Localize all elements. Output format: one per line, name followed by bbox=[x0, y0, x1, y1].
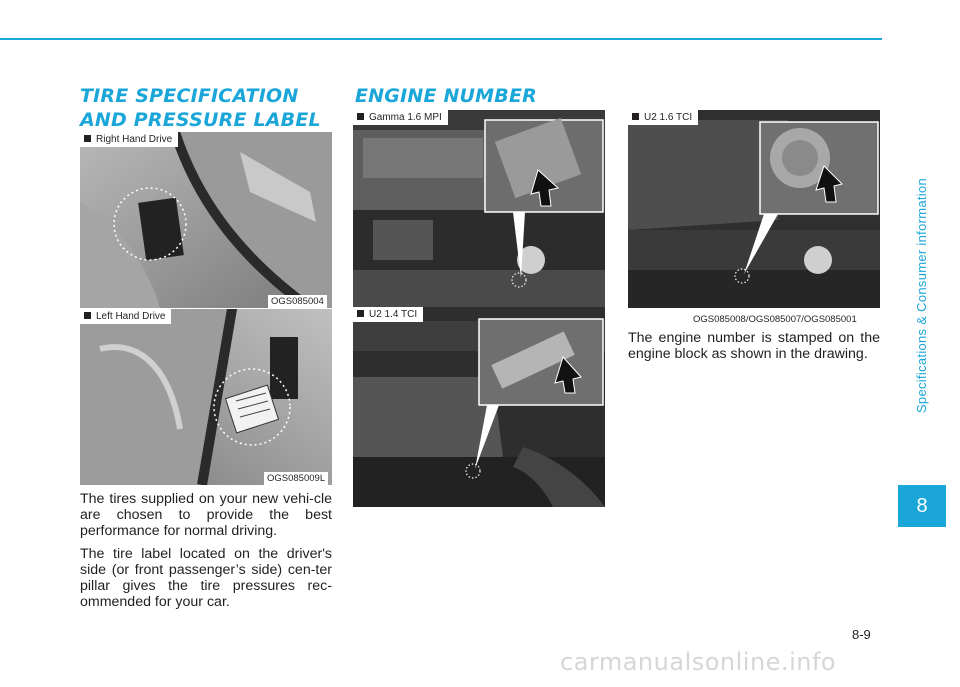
tire-section-heading: TIRE SPECIFICATION AND PRESSURE LABEL bbox=[80, 85, 321, 131]
rhd-door-photo bbox=[80, 132, 332, 308]
watermark: carmanualsonline.info bbox=[560, 648, 837, 676]
header-rule bbox=[0, 38, 882, 40]
bullet-square-icon bbox=[84, 312, 91, 319]
tire-paragraph-1: The tires supplied on your new vehi-cle … bbox=[80, 491, 332, 539]
engine-paragraph-1: The engine number is stamped on the engi… bbox=[628, 330, 880, 362]
bullet-square-icon bbox=[357, 113, 364, 120]
lhd-caption: Left Hand Drive bbox=[80, 309, 172, 324]
u2-16-engine-photo bbox=[628, 110, 880, 308]
u2-14-caption: U2 1.4 TCI bbox=[353, 307, 424, 322]
engine-section-heading: ENGINE NUMBER bbox=[355, 85, 537, 107]
tire-body-text: The tires supplied on your new vehi-cle … bbox=[80, 491, 332, 617]
tire-paragraph-2: The tire label located on the driver's s… bbox=[80, 546, 332, 610]
lhd-door-photo bbox=[80, 309, 332, 485]
u2-16-caption: U2 1.6 TCI bbox=[628, 110, 699, 125]
engine-body-text: The engine number is stamped on the engi… bbox=[628, 330, 880, 369]
engine-photo-codes: OGS085008/OGS085007/OGS085001 bbox=[690, 313, 860, 327]
gamma-caption: Gamma 1.6 MPI bbox=[353, 110, 448, 125]
bullet-square-icon bbox=[357, 310, 364, 317]
rhd-code: OGS085004 bbox=[268, 295, 327, 309]
chapter-number-tab: 8 bbox=[898, 485, 946, 527]
chapter-side-label: Specifications & Consumer information bbox=[914, 177, 930, 413]
gamma-engine-photo bbox=[353, 110, 605, 308]
page-number: 8-9 bbox=[852, 627, 871, 642]
rhd-caption: Right Hand Drive bbox=[80, 132, 179, 147]
bullet-square-icon bbox=[632, 113, 639, 120]
lhd-code: OGS085009L bbox=[264, 472, 329, 486]
bullet-square-icon bbox=[84, 135, 91, 142]
u2-14-engine-photo bbox=[353, 307, 605, 507]
